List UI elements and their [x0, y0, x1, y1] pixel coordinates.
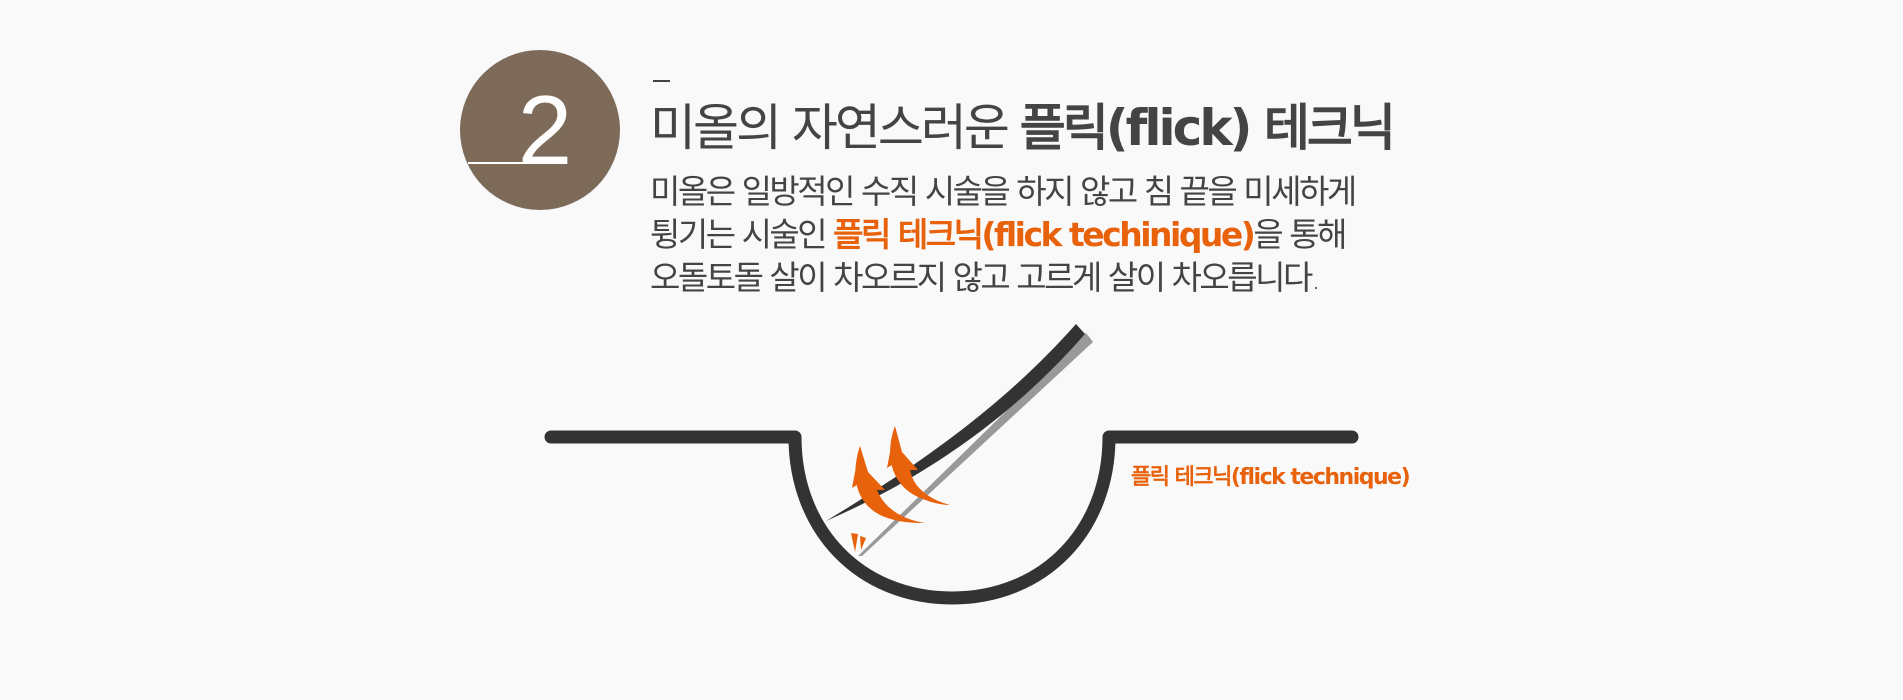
needle — [826, 324, 1085, 521]
badge-underline — [468, 162, 524, 164]
line2-after: 을 통해 — [1253, 215, 1347, 254]
line2-before: 튕기는 시술인 — [650, 215, 834, 254]
step-badge: 2 — [460, 50, 620, 210]
flick-technique-label: 플릭 테크닉(flick technique) — [1131, 465, 1411, 490]
title-bold: 플릭(flick) 테크닉 — [1019, 99, 1396, 157]
section-title: 미올의 자연스러운 플릭(flick) 테크닉 — [650, 98, 1396, 158]
line2-highlight: 플릭 테크닉(flick techinique) — [833, 215, 1256, 254]
description: 미올은 일방적인 수직 시술을 하지 않고 침 끝을 미세하게 튕기는 시술인 … — [650, 170, 1357, 299]
flick-arrow-icon — [851, 426, 950, 552]
description-line-3: 오돌토돌 살이 차오르지 않고 고르게 살이 차오릅니다. — [650, 258, 1321, 297]
description-line-2: 튕기는 시술인 플릭 테크닉(flick techinique)을 통해 — [650, 213, 1355, 256]
title-dash — [653, 80, 670, 82]
step-number: 2 — [517, 74, 573, 185]
needle-shadow — [858, 333, 1093, 556]
skin-surface — [544, 430, 1359, 605]
title-normal: 미올의 자연스러운 — [650, 99, 1020, 157]
description-line-1: 미올은 일방적인 수직 시술을 하지 않고 침 끝을 미세하게 — [650, 172, 1357, 211]
